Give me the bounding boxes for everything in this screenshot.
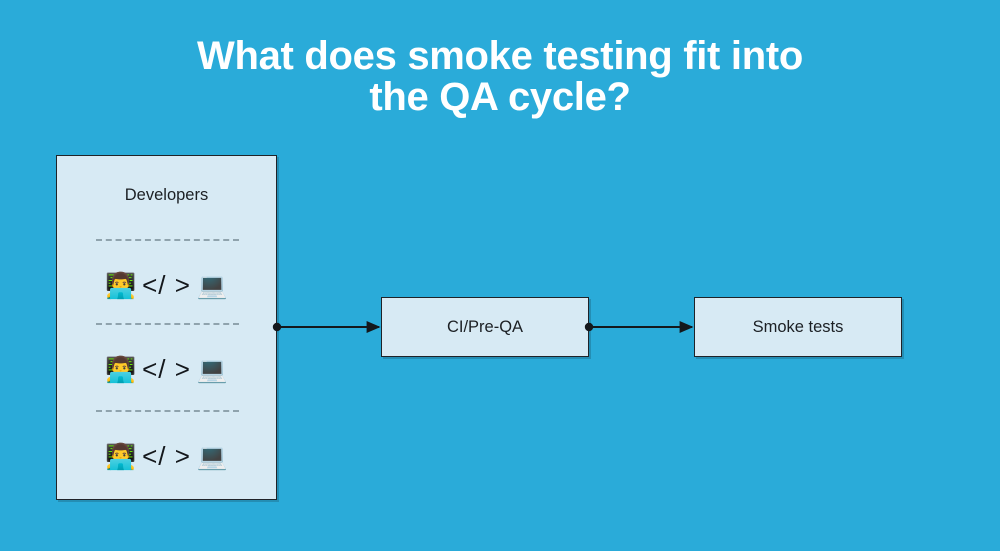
code-tag-label: </ > [142,269,191,300]
developer-row-1: 👨‍💻 </ > 💻 [57,264,276,306]
code-tag-label: </ > [142,353,191,384]
developers-divider-3 [96,410,239,412]
page-title: What does smoke testing fit into the QA … [0,36,1000,118]
developer-person-icon: 👨‍💻 [104,354,137,384]
code-tag-label: </ > [142,440,191,471]
developers-divider-2 [96,323,239,325]
connector-ci-to-smoke [584,321,694,333]
developers-group-label: Developers [124,186,209,204]
page-title-line-1: What does smoke testing fit into [197,34,803,78]
developers-divider-1 [96,239,239,241]
smoke-tests-node: Smoke tests [694,297,902,357]
connector-developers-to-ci [272,321,381,333]
laptop-icon: 💻 [196,354,229,384]
ci-pre-qa-label: CI/Pre-QA [446,317,524,336]
laptop-icon: 💻 [196,441,229,471]
page-title-line-2: the QA cycle? [369,75,631,119]
developer-row-3: 👨‍💻 </ > 💻 [57,435,276,477]
developers-group-box: Developers 👨‍💻 </ > 💻 👨‍💻 </ > 💻 👨‍💻 </ … [56,155,277,500]
smoke-tests-label: Smoke tests [752,317,844,336]
laptop-icon: 💻 [196,270,229,300]
developer-person-icon: 👨‍💻 [104,441,137,471]
ci-pre-qa-node: CI/Pre-QA [381,297,589,357]
developer-row-2: 👨‍💻 </ > 💻 [57,348,276,390]
developer-person-icon: 👨‍💻 [104,270,137,300]
